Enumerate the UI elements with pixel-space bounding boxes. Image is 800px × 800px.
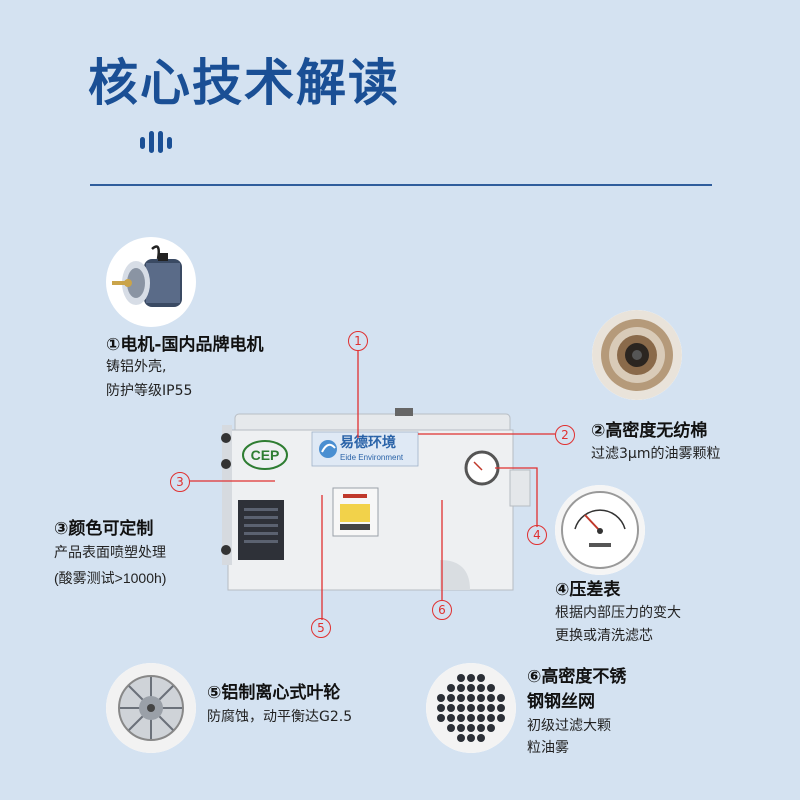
pressure-gauge-icon: [555, 485, 645, 575]
filter-cotton-icon: [592, 310, 682, 400]
feature-4-heading: ④压差表: [555, 580, 621, 600]
feature-1-line-2: 防护等级IP55: [106, 383, 193, 399]
steel-mesh-photo: [426, 663, 516, 753]
feature-4-line-1: 根据内部压力的变大: [555, 605, 681, 621]
feature-5-line-1: 防腐蚀，动平衡达G2.5: [207, 709, 353, 725]
feature-5-heading: ⑤铝制离心式叶轮: [207, 683, 341, 703]
marker-5: 5: [311, 618, 331, 638]
feature-3-line-1: 产品表面喷塑处理: [54, 545, 166, 561]
feature-1-heading: ①电机-国内品牌电机: [106, 335, 264, 355]
marker-1: 1: [348, 331, 368, 351]
motor-icon: [112, 245, 182, 307]
pressure-gauge-photo: [555, 485, 645, 575]
feature-1-line-1: 铸铝外壳,: [106, 359, 167, 375]
feature-6-line-1: 初级过滤大颗: [527, 718, 611, 734]
marker-3: 3: [170, 472, 190, 492]
marker-2: 2: [555, 425, 575, 445]
filter-cotton-photo: [592, 310, 682, 400]
machine-brand-cn: 易德环境: [340, 435, 396, 451]
impeller-icon: [106, 663, 196, 753]
marker-6: 6: [432, 600, 452, 620]
feature-6-heading-cont: 钢钢丝网: [527, 692, 595, 712]
feature-6-line-2: 粒油雾: [527, 740, 569, 756]
motor-photo: [106, 237, 196, 327]
machine-brand-en: Eide Environment: [340, 453, 404, 462]
steel-mesh-icon: [426, 663, 516, 753]
header-divider: [90, 184, 712, 186]
feature-3-line-2: (酸雾测试>1000h): [54, 570, 167, 586]
machine-logo-cep: CEP: [250, 447, 280, 463]
feature-3-heading: ③颜色可定制: [54, 519, 154, 539]
marker-4: 4: [527, 525, 547, 545]
page-title: 核心技术解读: [88, 54, 400, 112]
title-accent-icon: [140, 131, 172, 153]
impeller-photo: [106, 663, 196, 753]
feature-2-line-1: 过滤3μm的油雾颗粒: [591, 446, 721, 462]
feature-4-line-2: 更换或清洗滤芯: [555, 628, 653, 644]
feature-6-heading: ⑥高密度不锈: [527, 667, 627, 687]
feature-2-heading: ②高密度无纺棉: [591, 421, 708, 441]
